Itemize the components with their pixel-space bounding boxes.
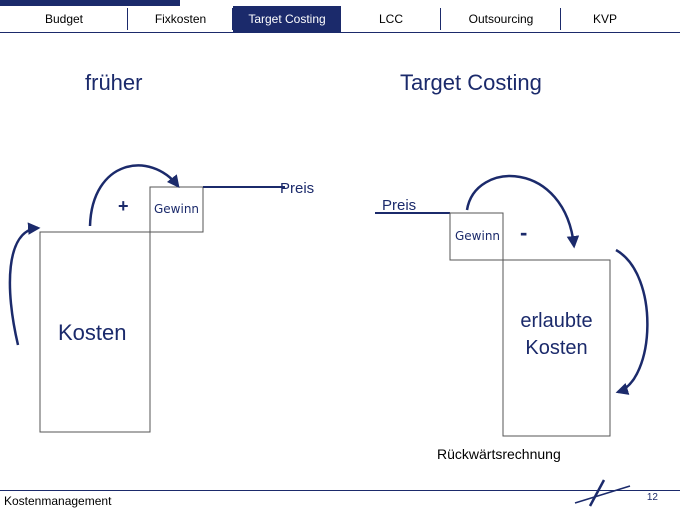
- heading-target-costing: Target Costing: [400, 70, 542, 95]
- kosten-label: Kosten: [58, 320, 127, 345]
- footer-divider: [0, 490, 680, 491]
- tab-budget[interactable]: Budget: [0, 6, 128, 32]
- erlaubte-kosten-line-1: erlaubte: [520, 310, 593, 332]
- tab-kvp[interactable]: KVP: [592, 12, 617, 26]
- erlaubte-kosten-line-2: Kosten: [525, 337, 588, 359]
- heading-frueher: früher: [85, 70, 143, 95]
- tab-fixkosten[interactable]: Fixkosten: [128, 6, 233, 32]
- gewinn-box-right: [449, 212, 504, 261]
- top-navigation: Budget Fixkosten Target Costing LCC Outs…: [0, 6, 680, 33]
- erlaubte-kosten-box: [502, 259, 611, 437]
- arrow-kosten-down: [615, 248, 649, 395]
- gewinn-label-left: Gewinn: [154, 202, 200, 216]
- kosten-box: [39, 231, 151, 433]
- tab-outsourcing[interactable]: Outsourcing: [441, 6, 561, 32]
- arrow-to-gewinn: [88, 164, 180, 227]
- header-accent-bar: [0, 0, 180, 6]
- plus-sign: +: [118, 196, 129, 216]
- arrow-kosten-up: [8, 222, 41, 346]
- footer-title: Kostenmanagement: [4, 494, 112, 508]
- arrow-gewinn-down: [465, 174, 580, 249]
- tab-target-costing[interactable]: Target Costing: [233, 6, 341, 32]
- preis-label-left: Preis: [280, 180, 315, 197]
- minus-sign: -: [520, 220, 528, 245]
- tab-lcc[interactable]: LCC: [341, 6, 441, 32]
- preis-label-right: Preis: [382, 197, 417, 214]
- company-logo-icon: [574, 479, 631, 507]
- rueckwaertsrechnung-caption: Rückwärtsrechnung: [437, 446, 561, 462]
- erlaubte-kosten-label: erlaubte Kosten: [503, 308, 610, 362]
- gewinn-label-right: Gewinn: [455, 229, 501, 243]
- page-number: 12: [646, 492, 658, 503]
